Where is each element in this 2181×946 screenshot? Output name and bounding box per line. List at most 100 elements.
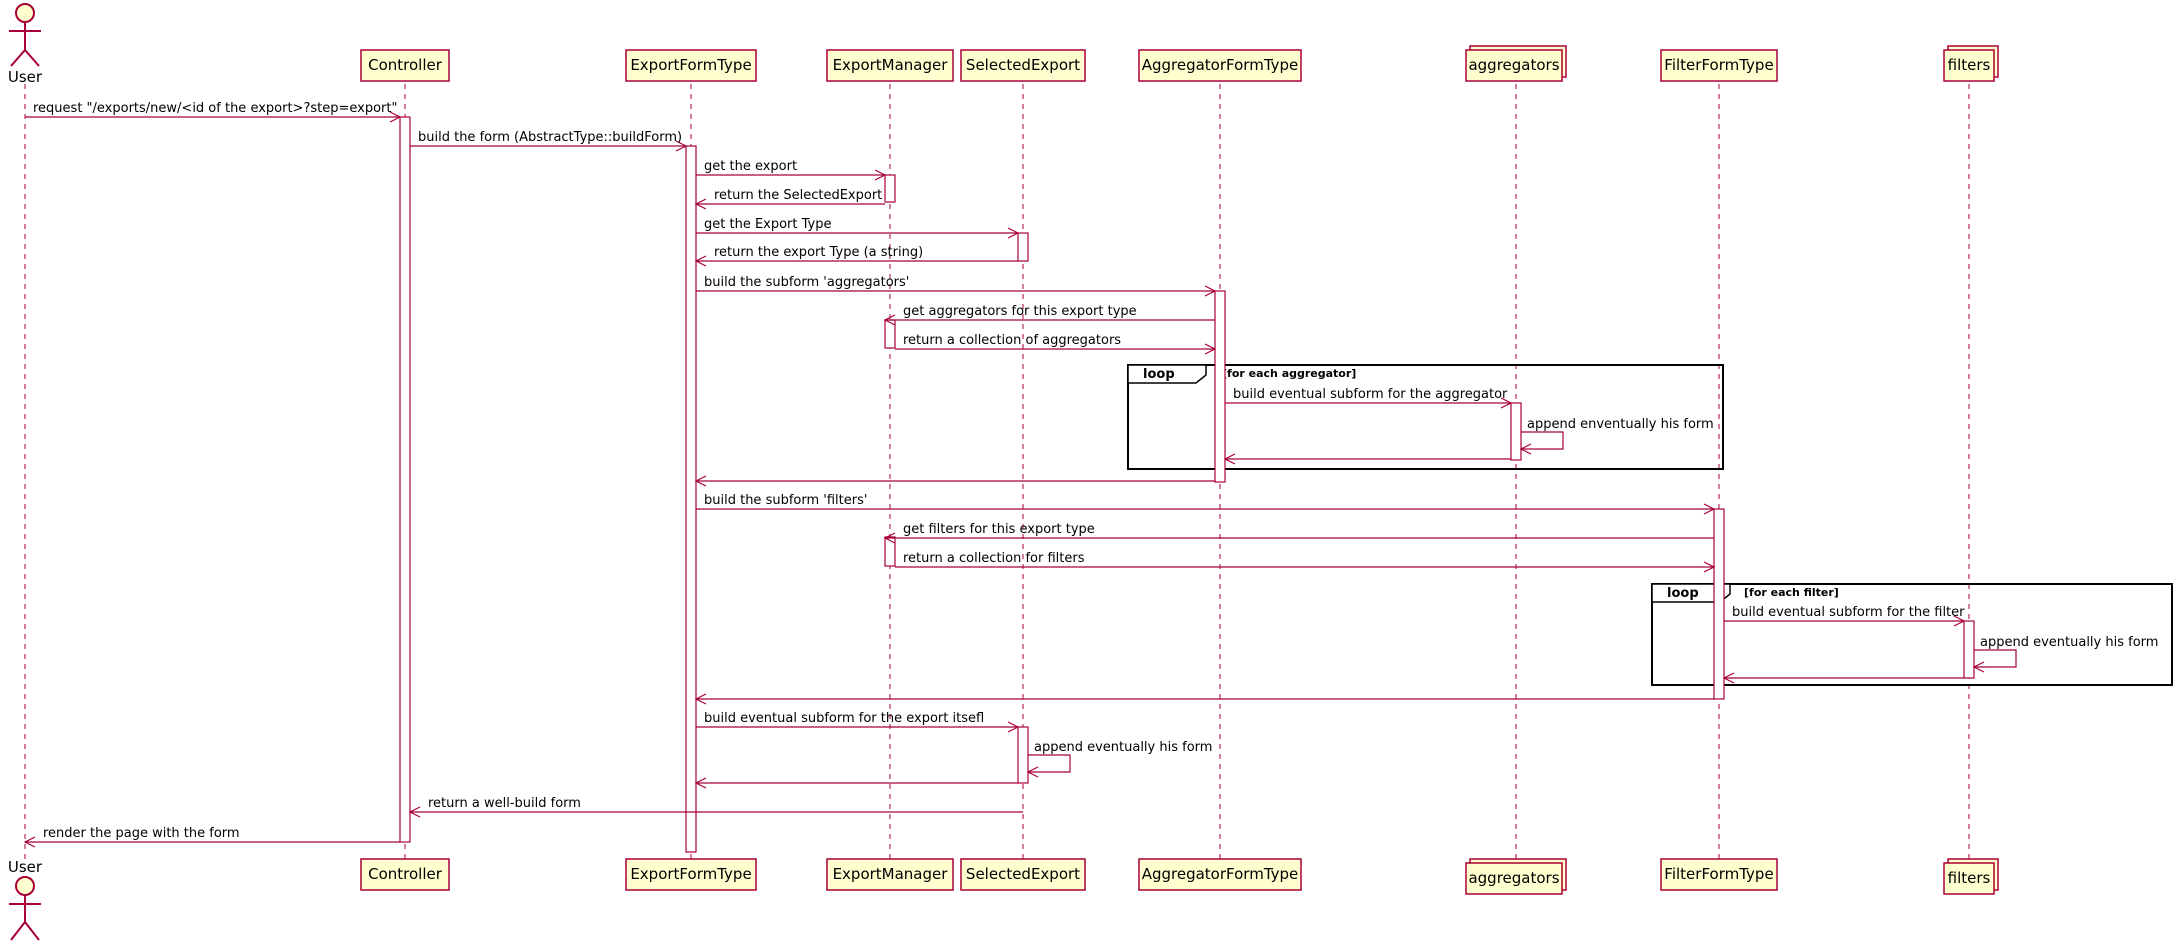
stick-figure-icon [9,3,41,67]
arrow-head [694,198,707,210]
participant-aggregatorformtype-bottom: AggregatorFormType [1138,858,1302,891]
arrow-head [1223,453,1236,465]
activation-exportformtype [685,145,697,853]
message-label: return a collection of aggregators [903,333,1121,348]
activation-filters [1963,620,1975,679]
arrow-head [883,532,896,544]
message-label: get the export [704,159,797,174]
message-label: get filters for this export type [903,522,1095,537]
participants-top: User Controller ExportFormType ExportMan… [8,3,1999,86]
message-label: build the subform 'aggregators' [704,275,909,290]
activation-selectedexport [1017,232,1029,262]
activation-exportmanager-3 [884,536,896,567]
loop-condition: [for each filter] [1744,586,1839,599]
message-label: return the export Type (a string) [714,245,923,260]
participant-label: ExportFormType [630,56,751,74]
message-label: append eventually his form [1034,740,1212,755]
participant-label: aggregators [1468,56,1559,74]
actor-user-bottom: User [8,858,43,941]
arrow-head [694,777,707,789]
arrow-head [408,806,421,818]
message-label: render the page with the form [43,826,240,841]
message-10: build eventual subform for the aggregato… [1225,387,1513,409]
message-21: build eventual subform for the export it… [696,711,1020,733]
arrow-head [883,314,896,326]
message-label: request "/exports/new/<id of the export>… [33,101,397,116]
arrow-head [1204,285,1217,297]
message-9: return a collection of aggregators [895,333,1217,355]
participant-label: filters [1948,869,1991,887]
message-label: append eventually his form [1980,635,2158,650]
participant-aggregators-bottom: aggregators [1465,858,1567,895]
arrow-head [694,693,707,705]
message-label: return a collection for filters [903,551,1085,566]
participant-exportmanager-bottom: ExportManager [826,858,954,891]
participant-filterformtype-bottom: FilterFormType [1660,858,1778,891]
activation-aggregators [1510,402,1522,461]
message-arrow [1521,431,1564,450]
message-16: return a collection for filters [895,551,1716,573]
message-13 [694,475,1215,487]
message-arrow [1028,754,1071,773]
participant-label: SelectedExport [966,56,1080,74]
message-label: build the form (AbstractType::buildForm) [418,130,682,145]
participant-selectedexport: SelectedExport [960,49,1086,82]
activations [399,116,1975,853]
message-4: return the SelectedExport [694,188,885,210]
message-label: return the SelectedExport [714,188,882,203]
loop-condition: [for each aggregator] [1222,367,1356,380]
message-17: build eventual subform for the filter [1724,605,1966,627]
activation-filterformtype [1713,508,1725,700]
message-19 [1722,672,1964,684]
message-14: build the subform 'filters' [696,493,1716,515]
message-label: get the Export Type [704,217,832,232]
message-25: render the page with the form [23,826,400,848]
message-6: return the export Type (a string) [694,245,1018,267]
participant-label: filters [1948,56,1991,74]
activation-aggregatorformtype [1214,290,1226,483]
activation-controller [399,116,411,843]
message-12 [1223,453,1511,465]
actor-user: User [8,3,43,86]
participant-exportmanager: ExportManager [826,49,954,82]
lifelines [24,84,1970,862]
message-arrow [1974,649,2017,668]
loop-keyword: loop [1143,367,1175,382]
message-24: return a well-build form [408,796,1023,818]
loop-frame-filters: loop [for each filter] [1651,583,2173,686]
participant-filterformtype: FilterFormType [1660,49,1778,82]
arrow-head [389,111,402,123]
arrow-head [1204,343,1217,355]
participant-controller: Controller [360,49,450,82]
message-label: build eventual subform for the export it… [704,711,984,726]
message-20 [694,693,1714,705]
stick-figure-icon [9,876,41,941]
participant-exportformtype: ExportFormType [625,49,757,82]
actor-label: User [8,858,43,876]
message-8: get aggregators for this export type [883,304,1215,326]
arrow-head [1519,443,1532,455]
arrow-head [694,475,707,487]
participant-label: FilterFormType [1664,865,1773,883]
arrow-head [675,140,688,152]
message-label: build eventual subform for the aggregato… [1233,387,1508,402]
arrow-head [874,169,887,181]
participant-label: FilterFormType [1664,56,1773,74]
message-7: build the subform 'aggregators' [696,275,1217,297]
arrow-head [1703,503,1716,515]
participant-label: AggregatorFormType [1142,56,1299,74]
message-1: request "/exports/new/<id of the export>… [25,101,402,123]
message-5: get the Export Type [696,217,1020,239]
arrow-head [1953,615,1966,627]
message-11: append enventually his form [1519,417,1714,455]
message-3: get the export [696,159,887,181]
participant-label: ExportManager [833,56,949,74]
participant-controller-bottom: Controller [360,858,450,891]
message-23 [694,777,1018,789]
participants-bottom: User Controller ExportFormType ExportMan… [8,858,1999,941]
participant-filters-bottom: filters [1943,858,1999,895]
arrow-head [23,836,36,848]
arrow-head [694,255,707,267]
loop-keyword: loop [1667,586,1699,601]
